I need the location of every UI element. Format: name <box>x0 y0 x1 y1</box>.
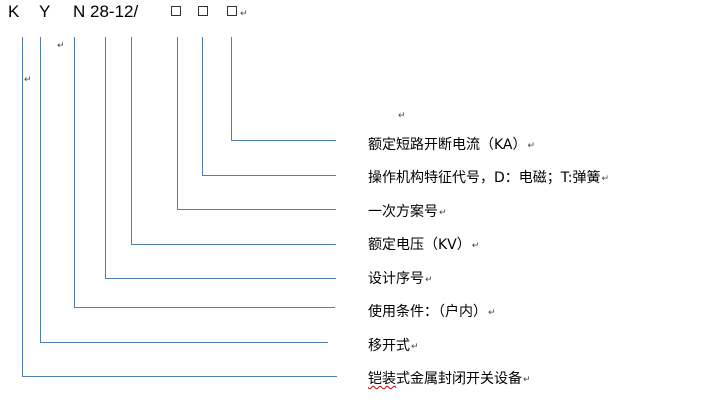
label-rated-breaking-current: 额定短路开断电流（KA）↵ <box>368 136 535 155</box>
placeholder-box-1 <box>171 6 181 16</box>
paragraph-mark: ↵ <box>488 308 496 318</box>
label-text: 使用条件：（户内） <box>368 304 487 320</box>
label-text: 移开式 <box>368 338 410 354</box>
label-text: 操作机构特征代号，D：电磁；T:弹簧 <box>368 170 601 186</box>
paragraph-mark: ↵ <box>411 342 419 352</box>
label-text-rest: 式金属封闭开关设备 <box>396 371 522 387</box>
label-usage-conditions: 使用条件：（户内）↵ <box>368 303 496 322</box>
paragraph-mark: ↵ <box>601 174 610 184</box>
label-withdrawable-type: 移开式↵ <box>368 337 419 356</box>
paragraph-mark: ↵ <box>527 141 536 151</box>
label-text: 额定电压（KV） <box>368 237 471 253</box>
paragraph-mark-stray-a: ↵ <box>57 41 65 51</box>
label-text: 设计序号 <box>368 271 424 287</box>
label-operating-mechanism-code: 操作机构特征代号，D：电磁；T:弹簧↵ <box>368 169 609 188</box>
paragraph-mark-stray-b: ↵ <box>24 75 32 85</box>
code-letter-k: K <box>8 2 20 21</box>
paragraph-mark-header: ↵ <box>240 9 248 19</box>
paragraph-mark: ↵ <box>471 241 480 251</box>
label-rated-voltage: 额定电压（KV）↵ <box>368 236 479 255</box>
placeholder-box-2 <box>198 6 208 16</box>
label-text: 额定短路开断电流（KA） <box>368 137 527 153</box>
paragraph-mark-stray-c: ↵ <box>398 111 406 121</box>
label-text: 一次方案号 <box>368 204 438 220</box>
paragraph-mark: ↵ <box>439 208 447 218</box>
placeholder-box-3 <box>227 6 237 16</box>
label-metal-enclosed-switchgear: 铠装式金属封闭开关设备↵ <box>368 370 531 389</box>
label-design-serial-number: 设计序号↵ <box>368 270 433 289</box>
paragraph-mark: ↵ <box>425 275 433 285</box>
code-model-number: N 28-12/ <box>73 2 139 21</box>
label-text-spellcheck: 铠装 <box>368 371 396 387</box>
label-primary-scheme-number: 一次方案号↵ <box>368 203 447 222</box>
code-letter-y: Y <box>39 2 51 21</box>
paragraph-mark: ↵ <box>523 375 531 385</box>
